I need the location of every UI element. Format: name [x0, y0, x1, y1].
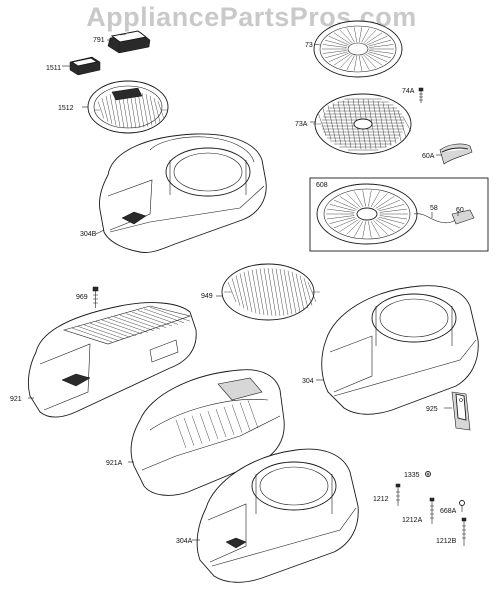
label-925: 925: [426, 406, 438, 413]
part-969-screw[interactable]: [92, 286, 99, 308]
label-304b: 304B: [80, 231, 97, 238]
part-1512-cover[interactable]: [82, 80, 169, 134]
label-60a: 60A: [422, 153, 435, 160]
part-1335-nut[interactable]: [425, 471, 431, 477]
label-1212b: 1212B: [436, 538, 457, 545]
part-1212a-stud[interactable]: [429, 497, 435, 524]
part-921a-blower-cover[interactable]: [128, 369, 285, 496]
part-304-blower-housing[interactable]: [316, 285, 479, 415]
label-73a: 73A: [295, 121, 308, 128]
label-304a: 304A: [176, 538, 193, 545]
label-921a: 921A: [106, 460, 123, 467]
part-1212-stud[interactable]: [395, 483, 401, 506]
part-949-grill[interactable]: [216, 263, 320, 321]
label-74a: 74A: [402, 88, 415, 95]
part-304b-blower-housing[interactable]: [95, 133, 267, 253]
part-1212b-stud[interactable]: [461, 517, 467, 546]
label-1212a: 1212A: [402, 517, 423, 524]
label-1511: 1511: [46, 65, 61, 72]
part-60a-handle[interactable]: [436, 143, 473, 165]
label-1212: 1212: [373, 496, 389, 503]
label-60: 60: [456, 207, 464, 214]
label-921: 921: [10, 396, 22, 403]
label-949: 949: [201, 293, 213, 300]
label-969: 969: [76, 294, 88, 301]
part-73-grill[interactable]: [313, 20, 403, 78]
part-608-rewind-starter-box[interactable]: [309, 177, 489, 252]
part-921-blower-cover[interactable]: [27, 302, 197, 418]
label-73: 73: [305, 42, 313, 49]
label-304: 304: [302, 378, 314, 385]
part-73a-screen[interactable]: [310, 93, 412, 155]
label-791: 791: [93, 37, 105, 44]
part-304a-blower-housing[interactable]: [192, 448, 359, 583]
part-1511-precleaner[interactable]: [62, 56, 101, 76]
part-668a-nut[interactable]: [459, 500, 465, 513]
label-608: 608: [316, 182, 328, 189]
label-1335: 1335: [404, 472, 420, 479]
label-668a: 668A: [440, 508, 457, 515]
label-1512: 1512: [58, 105, 74, 112]
label-58: 58: [430, 205, 438, 212]
part-74a-screw[interactable]: [418, 87, 424, 103]
part-925-bracket[interactable]: [444, 391, 471, 431]
part-791-filter[interactable]: [107, 30, 151, 54]
